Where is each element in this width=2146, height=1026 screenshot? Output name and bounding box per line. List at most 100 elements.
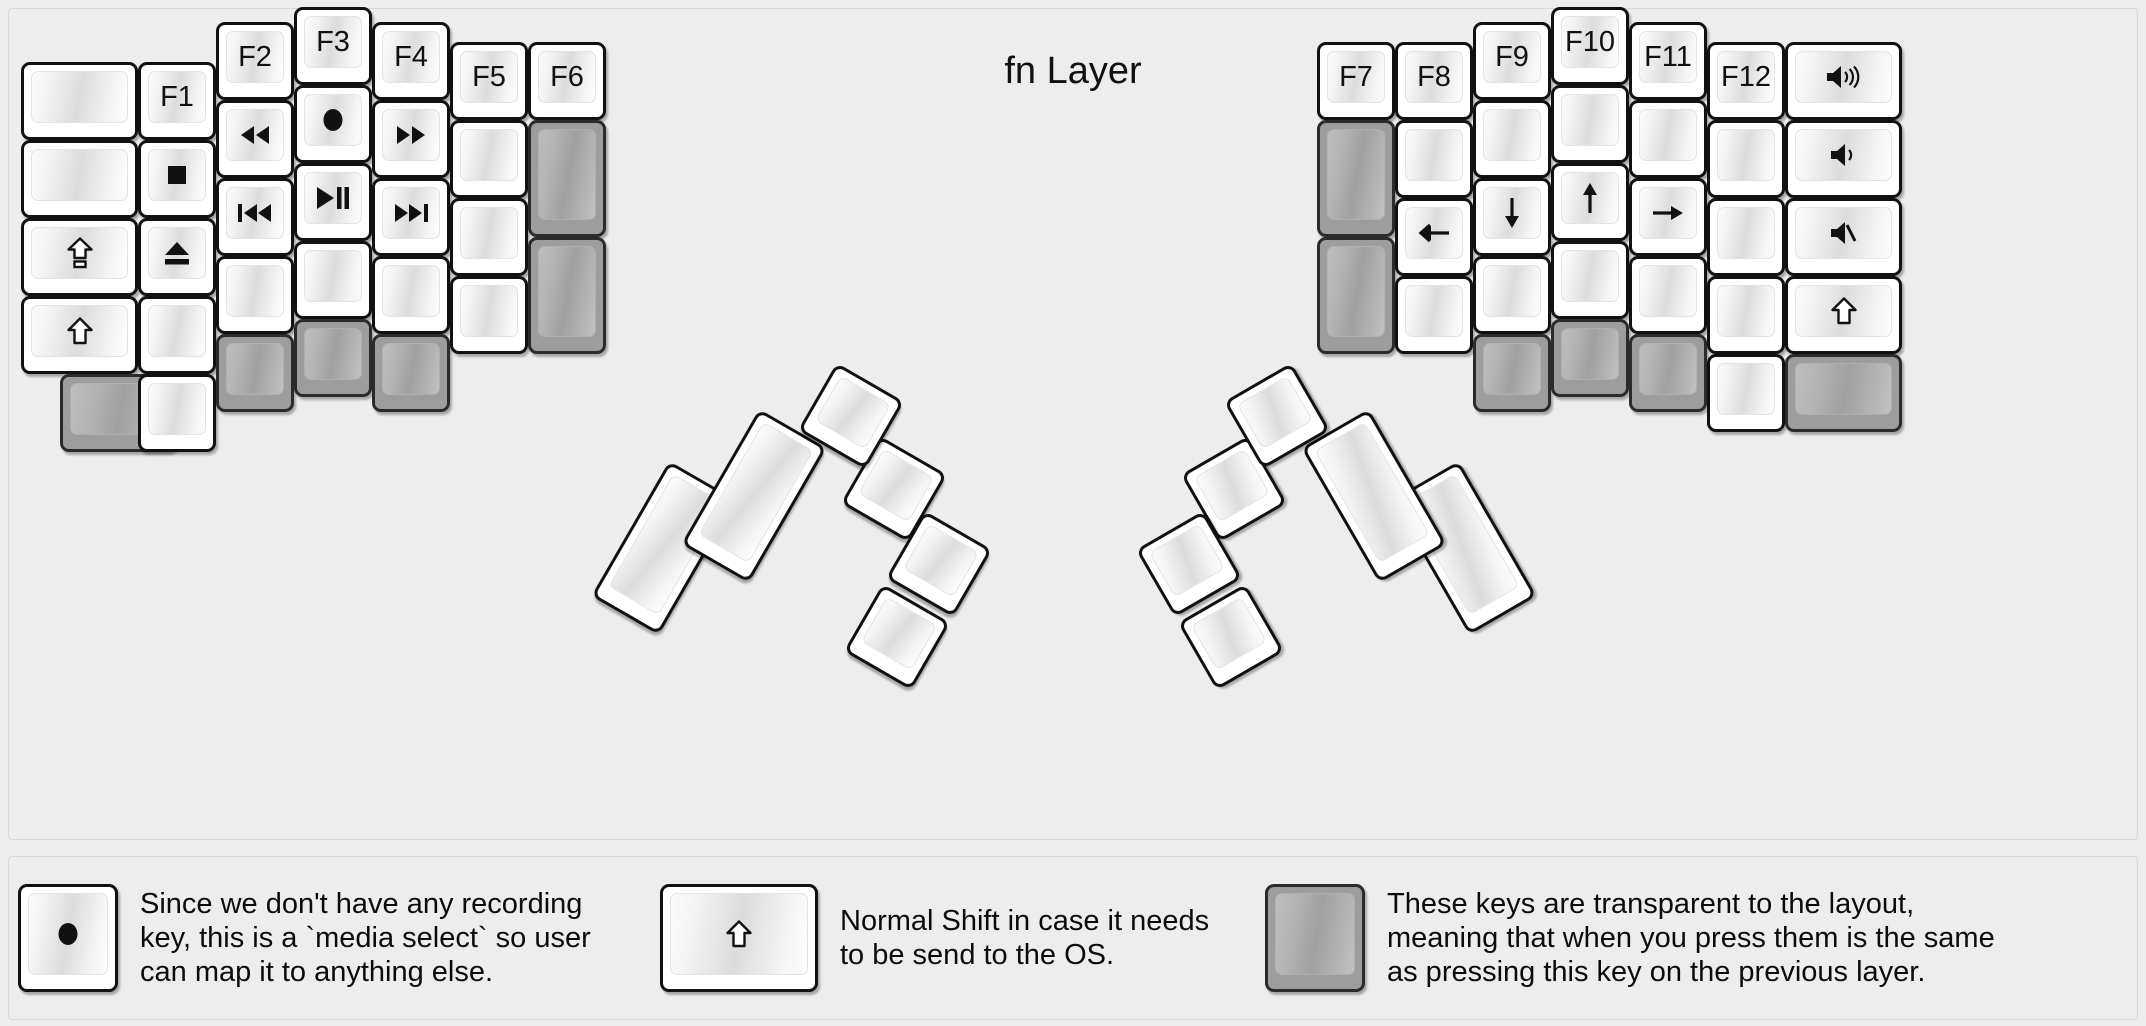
key-right-col-pinky-outer-r2[interactable] <box>1785 198 1902 276</box>
key-right-col-index-r0[interactable]: F9 <box>1473 22 1551 100</box>
key-label: F9 <box>1495 40 1529 73</box>
key-left-col-pinky-r1[interactable] <box>138 140 216 218</box>
key-left-col-ring-r3[interactable] <box>216 256 294 334</box>
key-right-col-inner-extra-r2[interactable] <box>1317 237 1395 354</box>
key-label: F8 <box>1417 60 1451 93</box>
key-right-col-inner-extra-r1[interactable] <box>1317 120 1395 237</box>
key-left-col-ring-r4[interactable] <box>216 334 294 412</box>
keycap[interactable] <box>1265 884 1365 992</box>
key-right-col-index-inner-r0[interactable]: F8 <box>1395 42 1473 120</box>
key-left-col-index-r4[interactable] <box>372 334 450 412</box>
arrow-left-icon <box>1417 222 1451 244</box>
keycap-surface <box>1561 328 1619 380</box>
key-right-col-pinky-outer-r1[interactable] <box>1785 120 1902 198</box>
media-fast-forward-icon <box>394 123 428 147</box>
key-left-col-index-inner-r0[interactable]: F5 <box>450 42 528 120</box>
key-right-col-pinky-r4[interactable] <box>1707 354 1785 432</box>
key-right-col-index-inner-r2[interactable] <box>1395 198 1473 276</box>
key-right-col-inner-extra-r0[interactable]: F7 <box>1317 42 1395 120</box>
keycap-surface <box>1561 172 1619 224</box>
keycap-surface: F11 <box>1639 31 1697 83</box>
key-left-col-middle-r4[interactable] <box>294 319 372 397</box>
key-right-col-ring-r2[interactable] <box>1629 178 1707 256</box>
key-left-col-pinky-r2[interactable] <box>138 218 216 296</box>
media-record-icon <box>320 106 346 134</box>
key-right-col-index-inner-r1[interactable] <box>1395 120 1473 198</box>
note-media-select: Since we don't have any recording key, t… <box>18 884 591 992</box>
key-right-col-index-r3[interactable] <box>1473 256 1551 334</box>
key-left-col-pinky-outer-r3[interactable] <box>21 296 138 374</box>
key-label: F2 <box>238 40 272 73</box>
key-right-col-ring-r4[interactable] <box>1629 334 1707 412</box>
key-left-col-index-inner-r2[interactable] <box>450 198 528 276</box>
key-left-col-pinky-r0[interactable]: F1 <box>138 62 216 140</box>
key-left-col-index-r0[interactable]: F4 <box>372 22 450 100</box>
keycap-surface <box>1405 207 1463 259</box>
key-right-col-index-r4[interactable] <box>1473 334 1551 412</box>
key-left-col-middle-r1[interactable] <box>294 85 372 163</box>
key-right-col-middle-r0[interactable]: F10 <box>1551 7 1629 85</box>
note-shift-key <box>660 884 818 992</box>
keycap-surface <box>1717 129 1775 181</box>
keycap-surface <box>31 149 128 201</box>
key-left-col-ring-r1[interactable] <box>216 100 294 178</box>
key-left-col-middle-r3[interactable] <box>294 241 372 319</box>
keycap-surface <box>304 328 362 380</box>
keycap-surface <box>31 71 128 123</box>
keycap-surface <box>382 109 440 161</box>
key-left-col-pinky-outer-r2[interactable] <box>21 218 138 296</box>
key-right-col-middle-r1[interactable] <box>1551 85 1629 163</box>
key-right-col-pinky-r0[interactable]: F12 <box>1707 42 1785 120</box>
key-right-col-pinky-outer-r3[interactable] <box>1785 276 1902 354</box>
keycap-surface <box>1483 109 1541 161</box>
key-left-col-ring-r2[interactable] <box>216 178 294 256</box>
keycap-surface <box>1795 129 1892 181</box>
keycap-surface <box>1190 596 1268 671</box>
key-right-col-middle-r3[interactable] <box>1551 241 1629 319</box>
key-left-col-pinky-outer-r0[interactable] <box>21 62 138 140</box>
key-left-col-inner-extra-r2[interactable] <box>528 237 606 354</box>
key-left-col-pinky-outer-r1[interactable] <box>21 140 138 218</box>
key-right-col-middle-r2[interactable] <box>1551 163 1629 241</box>
key-right-col-pinky-outer-r0[interactable] <box>1785 42 1902 120</box>
key-right-col-middle-r4[interactable] <box>1551 319 1629 397</box>
key-left-col-index-r3[interactable] <box>372 256 450 334</box>
key-left-col-index-inner-r1[interactable] <box>450 120 528 198</box>
shift-icon <box>726 920 752 948</box>
key-right-col-ring-r0[interactable]: F11 <box>1629 22 1707 100</box>
key-right-col-index-r2[interactable] <box>1473 178 1551 256</box>
note-transparent: These keys are transparent to the layout… <box>1265 884 1995 992</box>
key-right-col-pinky-outer-r4[interactable] <box>1785 354 1902 432</box>
shift-icon <box>1830 297 1857 325</box>
key-right-col-ring-r1[interactable] <box>1629 100 1707 178</box>
key-left-col-index-r1[interactable] <box>372 100 450 178</box>
key-right-col-pinky-r1[interactable] <box>1707 120 1785 198</box>
keycap-surface <box>670 893 808 975</box>
media-eject-icon <box>163 240 191 266</box>
keycap-surface: F1 <box>148 71 206 123</box>
key-left-col-ring-r0[interactable]: F2 <box>216 22 294 100</box>
key-left-col-inner-extra-r0[interactable]: F6 <box>528 42 606 120</box>
keycap-surface <box>1483 187 1541 239</box>
key-right-col-index-inner-r3[interactable] <box>1395 276 1473 354</box>
keycap-surface <box>31 305 128 357</box>
key-left-col-inner-extra-r1[interactable] <box>528 120 606 237</box>
key-label: F5 <box>472 60 506 93</box>
keycap[interactable] <box>18 884 118 992</box>
keycap-surface <box>538 129 596 220</box>
key-left-col-index-inner-r3[interactable] <box>450 276 528 354</box>
key-left-col-middle-r0[interactable]: F3 <box>294 7 372 85</box>
note-shift-text: Normal Shift in case it needs to be send… <box>840 904 1210 971</box>
key-right-col-pinky-r3[interactable] <box>1707 276 1785 354</box>
key-left-col-index-r2[interactable] <box>372 178 450 256</box>
media-next-track-icon <box>392 201 430 225</box>
keycap-surface <box>1561 250 1619 302</box>
key-right-col-pinky-r2[interactable] <box>1707 198 1785 276</box>
key-right-col-ring-r3[interactable] <box>1629 256 1707 334</box>
key-left-col-middle-r2[interactable] <box>294 163 372 241</box>
key-left-col-pinky-r4[interactable] <box>138 374 216 452</box>
key-left-col-pinky-r3[interactable] <box>138 296 216 374</box>
media-record-icon <box>55 920 81 948</box>
keycap[interactable] <box>660 884 818 992</box>
key-right-col-index-r1[interactable] <box>1473 100 1551 178</box>
